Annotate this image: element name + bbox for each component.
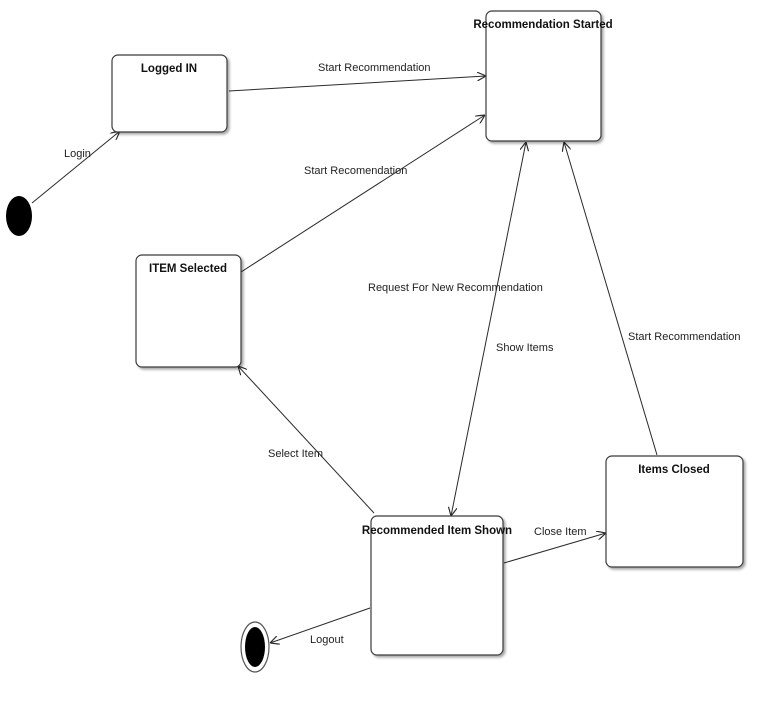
state-recommended-item-shown-title: Recommended Item Shown <box>362 525 512 537</box>
state-recommended-item-shown: Recommended Item Shown <box>362 515 512 656</box>
label-start-recommendation: Start Recommendation <box>318 62 431 74</box>
edge-logout <box>270 607 371 643</box>
state-recommendation-started: Recommendation Started <box>473 10 613 142</box>
label-start-recommendation-closed: Start Recommendation <box>628 331 741 343</box>
label-logout: Logout <box>310 634 344 646</box>
initial-state-node <box>6 196 32 236</box>
edge-close-item <box>503 533 606 564</box>
edge-request-new-show-items <box>451 142 526 516</box>
state-logged-in-title: Logged IN <box>141 63 197 75</box>
edge-start-recomendation <box>240 115 485 273</box>
state-items-closed: Items Closed <box>605 455 744 568</box>
edge-login <box>31 131 120 204</box>
label-login: Login <box>64 148 91 160</box>
label-select-item: Select Item <box>268 448 323 460</box>
edge-start-recommendation <box>228 76 486 92</box>
label-start-recomendation: Start Recomendation <box>304 165 407 177</box>
state-logged-in: Logged IN <box>111 54 228 133</box>
final-state-node <box>240 621 270 673</box>
state-recommendation-started-title: Recommendation Started <box>473 19 612 31</box>
state-item-selected-title: ITEM Selected <box>149 263 227 275</box>
label-close-item: Close Item <box>534 526 587 538</box>
label-request-new-recommendation: Request For New Recommendation <box>368 282 543 294</box>
edge-start-recommendation-from-closed <box>564 142 658 456</box>
label-show-items: Show Items <box>496 342 554 354</box>
state-items-closed-title: Items Closed <box>638 464 710 476</box>
state-item-selected: ITEM Selected <box>135 254 242 368</box>
edge-select-item <box>238 366 375 514</box>
